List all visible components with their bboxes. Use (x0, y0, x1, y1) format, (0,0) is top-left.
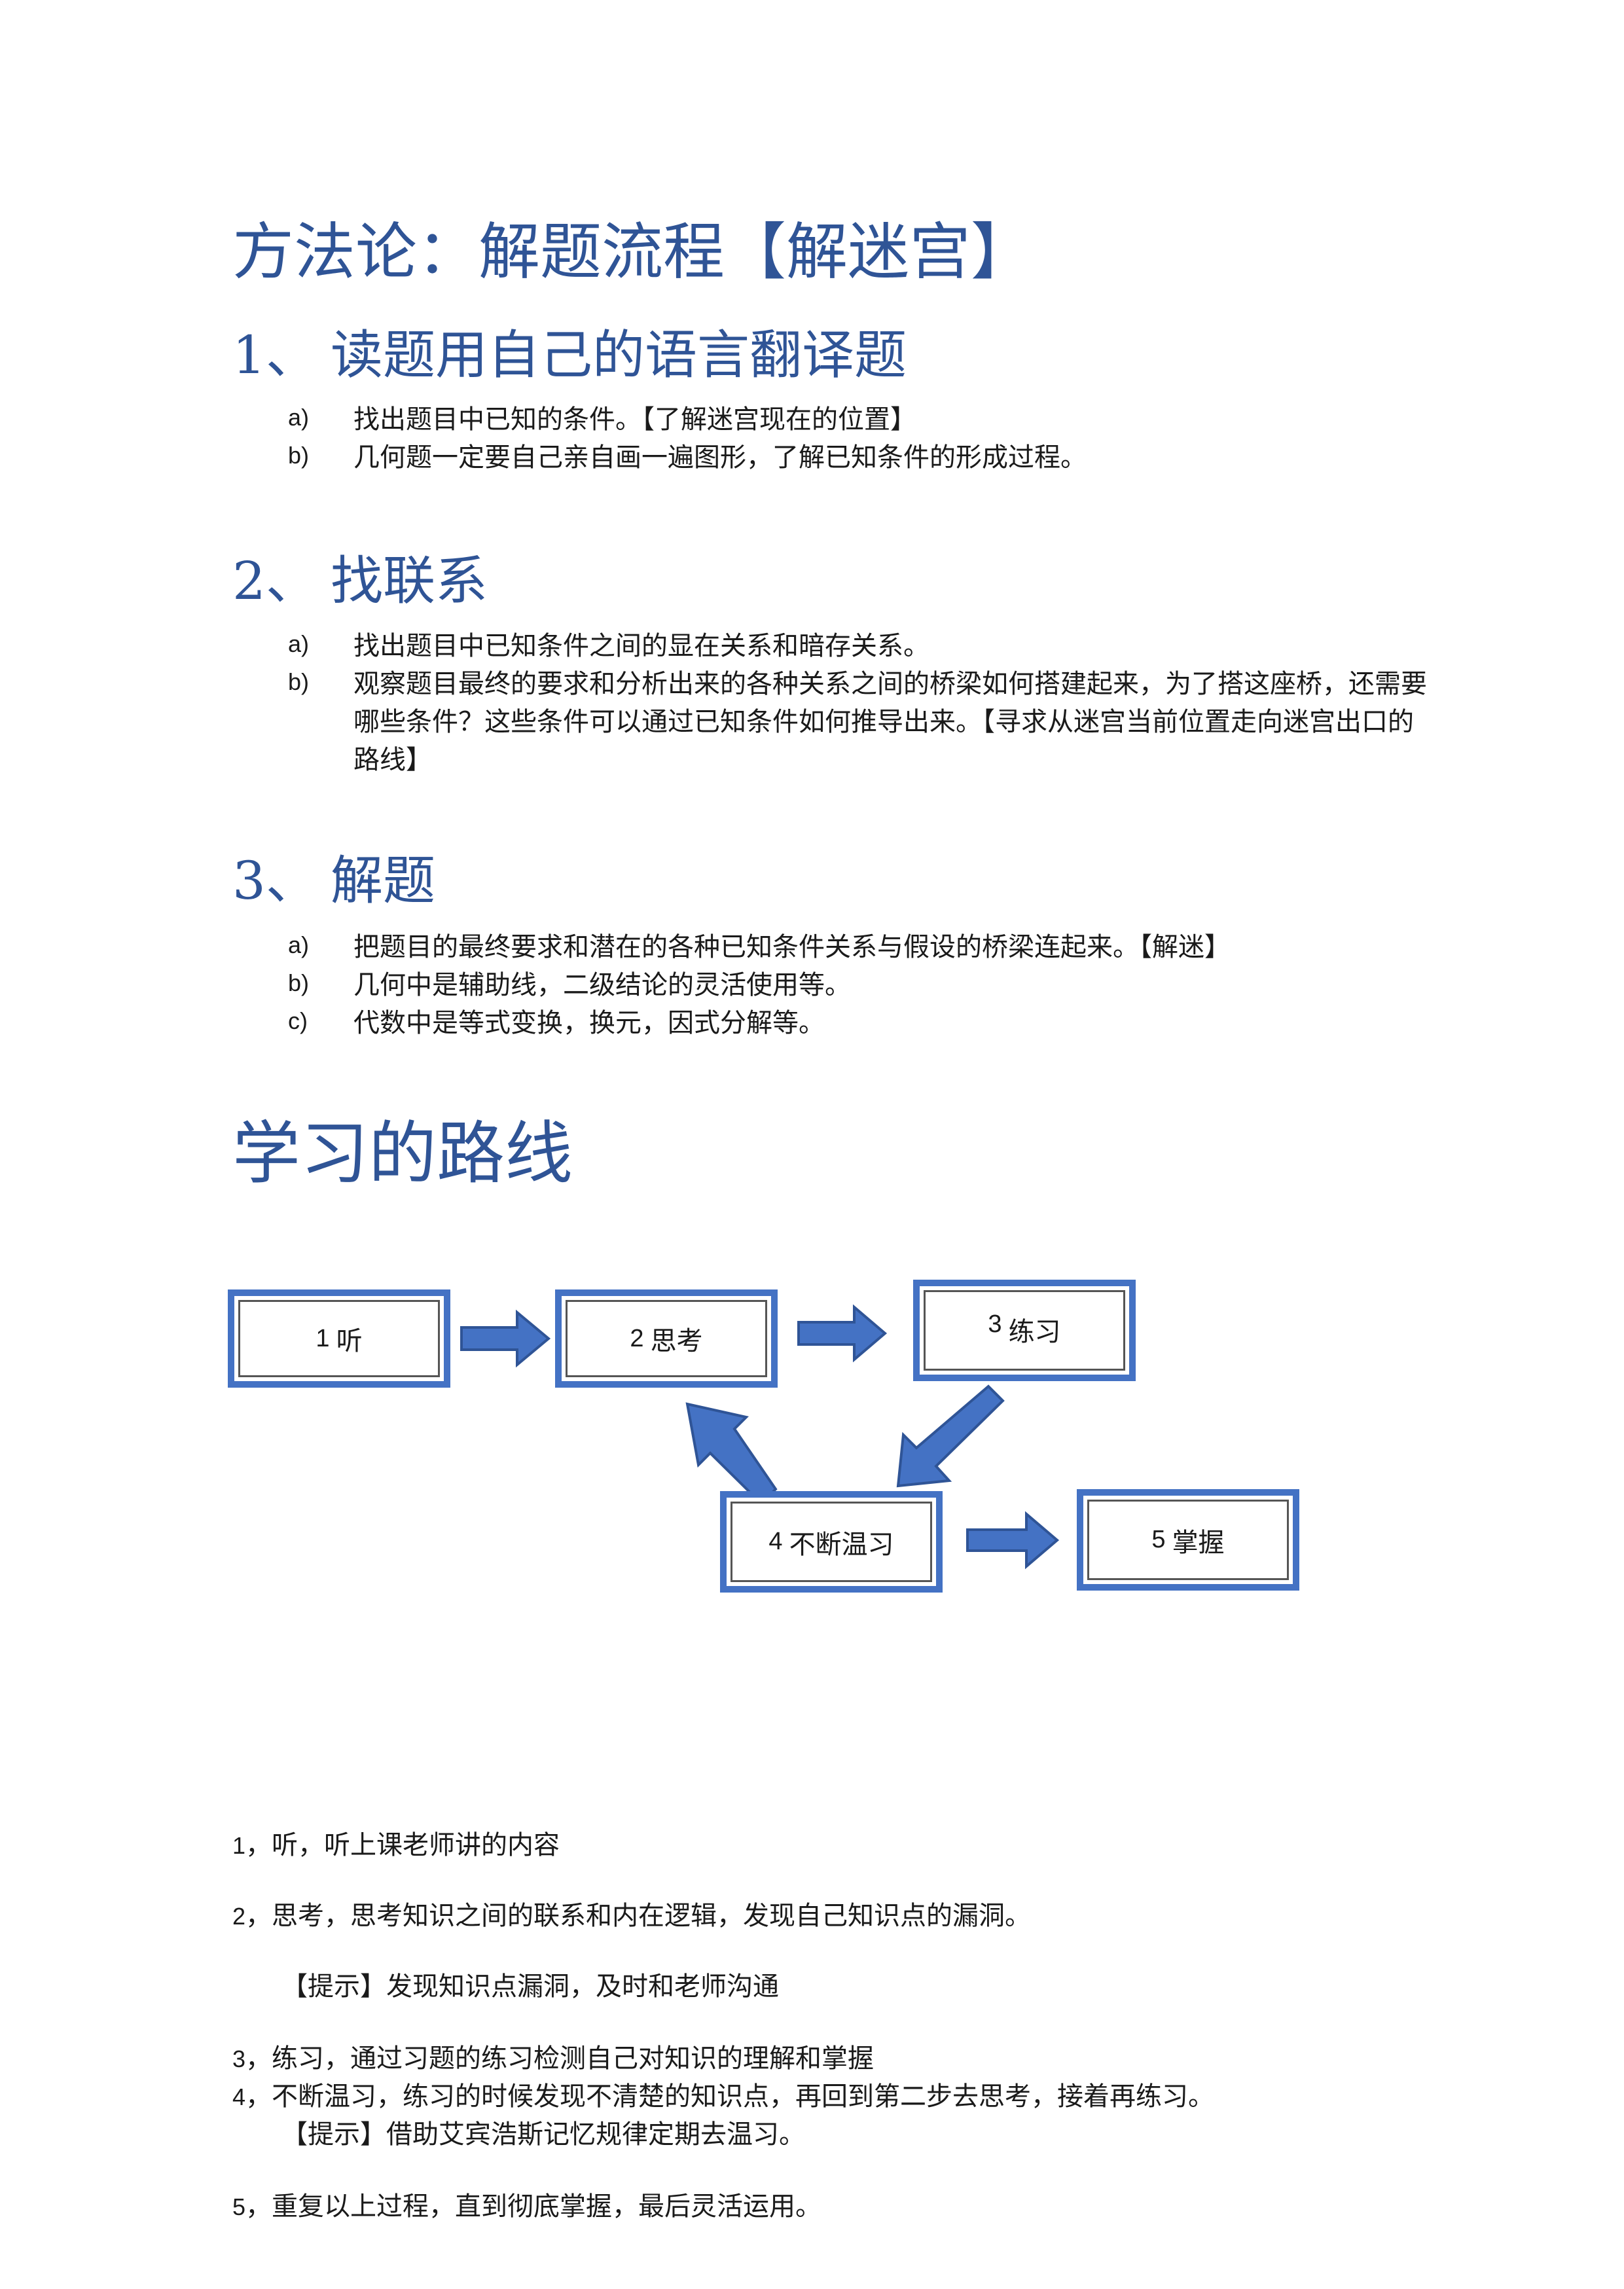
list-text: 观察题目最终的要求和分析出来的各种关系之间的桥梁如何搭建起来，为了搭这座桥，还需… (353, 669, 1427, 775)
box-label: 掌握 (1172, 1527, 1225, 1558)
box-label: 听 (336, 1326, 363, 1356)
list-marker: a) (288, 630, 310, 657)
list-marker: a) (288, 931, 310, 958)
step-1: 1，听，听上课老师讲的内容 (232, 1826, 560, 1864)
route-heading: 学习的路线 (232, 1113, 573, 1193)
box-label: 不断温习 (789, 1529, 894, 1560)
step-text: ，练习，通过习题的练习检测自己对知识的理解和掌握 (245, 2044, 875, 2074)
list-item: b) 几何题一定要自己亲自画一遍图形，了解已知条件的形成过程。 (0, 439, 1624, 478)
list-marker: a) (288, 404, 310, 431)
box-number: 2 (630, 1324, 644, 1352)
arrow-up-left-icon (685, 1402, 778, 1505)
list-item: a) 找出题目中已知条件之间的显在关系和暗存关系。 (0, 627, 1624, 666)
tip-1: 【提示】发现知识点漏洞，及时和老师沟通 (281, 1972, 779, 2002)
tip-2: 【提示】借助艾宾浩斯记忆规律定期去温习。 (281, 2119, 805, 2150)
page-title: 方法论：解题流程【解迷宫】 (232, 217, 1033, 288)
box-number: 5 (1151, 1526, 1166, 1553)
step-5: 5，重复以上过程，直到彻底掌握，最后灵活运用。 (232, 2188, 821, 2226)
list-text: 找出题目中已知的条件。【了解迷宫现在的位置】 (353, 405, 916, 435)
list-item: a) 找出题目中已知的条件。【了解迷宫现在的位置】 (0, 401, 1624, 440)
list-text: 几何题一定要自己亲自画一遍图形，了解已知条件的形成过程。 (353, 442, 1087, 473)
list-marker: c) (288, 1007, 308, 1034)
section-title: 读题用自己的语言翻译题 (331, 325, 907, 386)
list-text: 代数中是等式变换，换元，因式分解等。 (353, 1008, 825, 1038)
step-2: 2，思考，思考知识之间的联系和内在逻辑，发现自己知识点的漏洞。 (232, 1897, 1031, 1935)
section-heading-2: 2、找联系 (232, 550, 488, 613)
list-item: b) 几何中是辅助线，二级结论的灵活使用等。 (0, 966, 1624, 1005)
section-number: 2、 (232, 550, 318, 611)
section-heading-3: 3、解题 (232, 850, 435, 912)
step-number: 5 (232, 2193, 246, 2220)
list-item: a) 把题目的最终要求和潜在的各种已知条件关系与假设的桥梁连起来。【解迷】 (0, 928, 1624, 967)
section-number: 1、 (232, 325, 318, 386)
list-item: c) 代数中是等式变换，换元，因式分解等。 (0, 1004, 1624, 1043)
list-text: 把题目的最终要求和潜在的各种已知条件关系与假设的桥梁连起来。【解迷】 (353, 932, 1231, 962)
section-number: 3、 (232, 850, 318, 911)
step-4: 4，不断温习，练习的时候发现不清楚的知识点，再回到第二步去思考，接着再练习。 (232, 2078, 1214, 2116)
step-number: 2 (232, 1903, 246, 1930)
list-text: 找出题目中已知条件之间的显在关系和暗存关系。 (353, 631, 929, 661)
arrow-right-icon (966, 1511, 1060, 1570)
section-title: 找联系 (331, 550, 488, 611)
step-3: 3，练习，通过习题的练习检测自己对知识的理解和掌握 (232, 2040, 874, 2078)
list-text: 几何中是辅助线，二级结论的灵活使用等。 (353, 970, 851, 1000)
step-number: 1 (232, 1832, 246, 1859)
step-number: 4 (232, 2083, 246, 2110)
arrow-right-icon (797, 1304, 888, 1363)
arrow-right-icon (460, 1309, 551, 1368)
list-marker: b) (288, 442, 310, 469)
step-text: ，听，听上课老师讲的内容 (245, 1830, 560, 1860)
box-label: 思考 (650, 1326, 703, 1356)
section-title: 解题 (331, 850, 435, 911)
step-text: ，不断温习，练习的时候发现不清楚的知识点，再回到第二步去思考，接着再练习。 (245, 2082, 1215, 2112)
list-marker: b) (288, 668, 310, 695)
box-number: 4 (768, 1528, 783, 1555)
arrow-down-left-icon (896, 1384, 1005, 1488)
box-label: 练习 (1008, 1317, 1061, 1347)
box-number: 3 (988, 1310, 1002, 1338)
list-item: b) 观察题目最终的要求和分析出来的各种关系之间的桥梁如何搭建起来，为了搭这座桥… (0, 665, 1624, 783)
list-marker: b) (288, 969, 310, 996)
step-number: 3 (232, 2046, 246, 2072)
step-text: ，重复以上过程，直到彻底掌握，最后灵活运用。 (245, 2191, 822, 2222)
step-text: ，思考，思考知识之间的联系和内在逻辑，发现自己知识点的漏洞。 (245, 1901, 1032, 1931)
section-heading-1: 1、读题用自己的语言翻译题 (232, 324, 907, 387)
box-number: 1 (316, 1324, 330, 1352)
